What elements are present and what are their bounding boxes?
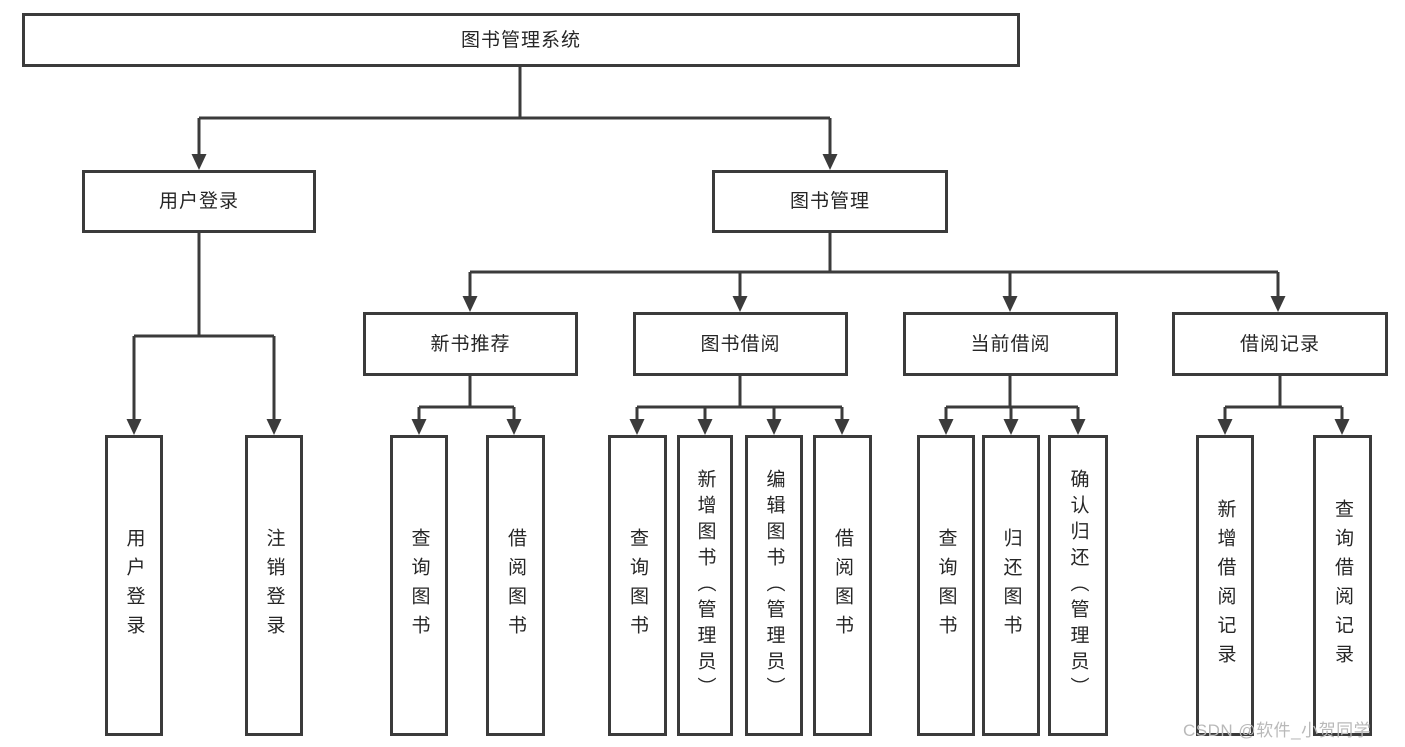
leaf-return-books: 归还图书 bbox=[982, 435, 1040, 736]
connector-borrow-records-children bbox=[1217, 376, 1350, 435]
node-user-login-label: 用户登录 bbox=[158, 191, 239, 212]
leaf-return-books-label: 归还图书 bbox=[1000, 527, 1022, 644]
node-book-borrowing-label: 图书借阅 bbox=[700, 333, 781, 355]
leaf-logout-label: 注销登录 bbox=[263, 527, 285, 644]
connector-root-to-level2 bbox=[191, 67, 838, 170]
leaf-confirm-return-admin: 确认归还（管理员） bbox=[1048, 435, 1108, 736]
node-root: 图书管理系统 bbox=[22, 13, 1020, 67]
connector-book-management-children bbox=[462, 233, 1286, 312]
connector-new-book-rec-children bbox=[411, 376, 522, 435]
node-current-borrowing-label: 当前借阅 bbox=[970, 333, 1051, 355]
csdn-watermark: CSDN @软件_小贺同学 bbox=[1183, 721, 1372, 740]
leaf-user-login: 用户登录 bbox=[105, 435, 163, 736]
node-root-label: 图书管理系统 bbox=[460, 29, 581, 51]
connector-book-borrow-children bbox=[629, 376, 850, 435]
leaf-confirm-return-admin-label: 确认归还（管理员） bbox=[1067, 468, 1089, 703]
node-user-login: 用户登录 bbox=[82, 170, 316, 233]
leaf-borrow-books-2-label: 借阅图书 bbox=[832, 527, 853, 644]
leaf-add-books-admin-label: 新增图书（管理员） bbox=[694, 468, 716, 703]
leaf-query-books-3: 查询图书 bbox=[917, 435, 975, 736]
node-new-book-recommendation-label: 新书推荐 bbox=[430, 333, 511, 355]
leaf-user-login-label: 用户登录 bbox=[123, 527, 145, 644]
leaf-edit-books-admin: 编辑图书（管理员） bbox=[745, 435, 803, 736]
leaf-borrow-books-2: 借阅图书 bbox=[813, 435, 872, 736]
leaf-logout: 注销登录 bbox=[245, 435, 303, 736]
leaf-query-books-2-label: 查询图书 bbox=[627, 527, 648, 644]
leaf-query-books-1-label: 查询图书 bbox=[408, 527, 430, 644]
leaf-query-books-2: 查询图书 bbox=[608, 435, 667, 736]
node-borrowing-records-label: 借阅记录 bbox=[1239, 333, 1320, 355]
node-current-borrowing: 当前借阅 bbox=[903, 312, 1118, 376]
leaf-query-borrow-record-label: 查询借阅记录 bbox=[1332, 498, 1353, 673]
leaf-edit-books-admin-label: 编辑图书（管理员） bbox=[763, 468, 785, 703]
leaf-query-borrow-record: 查询借阅记录 bbox=[1313, 435, 1372, 736]
node-book-borrowing: 图书借阅 bbox=[633, 312, 848, 376]
leaf-add-books-admin: 新增图书（管理员） bbox=[677, 435, 733, 736]
node-new-book-recommendation: 新书推荐 bbox=[363, 312, 578, 376]
connector-current-borrow-children bbox=[938, 376, 1086, 435]
node-book-management-label: 图书管理 bbox=[789, 191, 870, 212]
leaf-add-borrow-record: 新增借阅记录 bbox=[1196, 435, 1254, 736]
leaf-borrow-books-1: 借阅图书 bbox=[486, 435, 545, 736]
connector-user-login-children bbox=[126, 233, 282, 435]
node-borrowing-records: 借阅记录 bbox=[1172, 312, 1388, 376]
leaf-add-borrow-record-label: 新增借阅记录 bbox=[1214, 498, 1236, 673]
leaf-query-books-3-label: 查询图书 bbox=[935, 527, 957, 644]
leaf-query-books-1: 查询图书 bbox=[390, 435, 448, 736]
leaf-borrow-books-1-label: 借阅图书 bbox=[505, 527, 526, 644]
node-book-management: 图书管理 bbox=[712, 170, 948, 233]
